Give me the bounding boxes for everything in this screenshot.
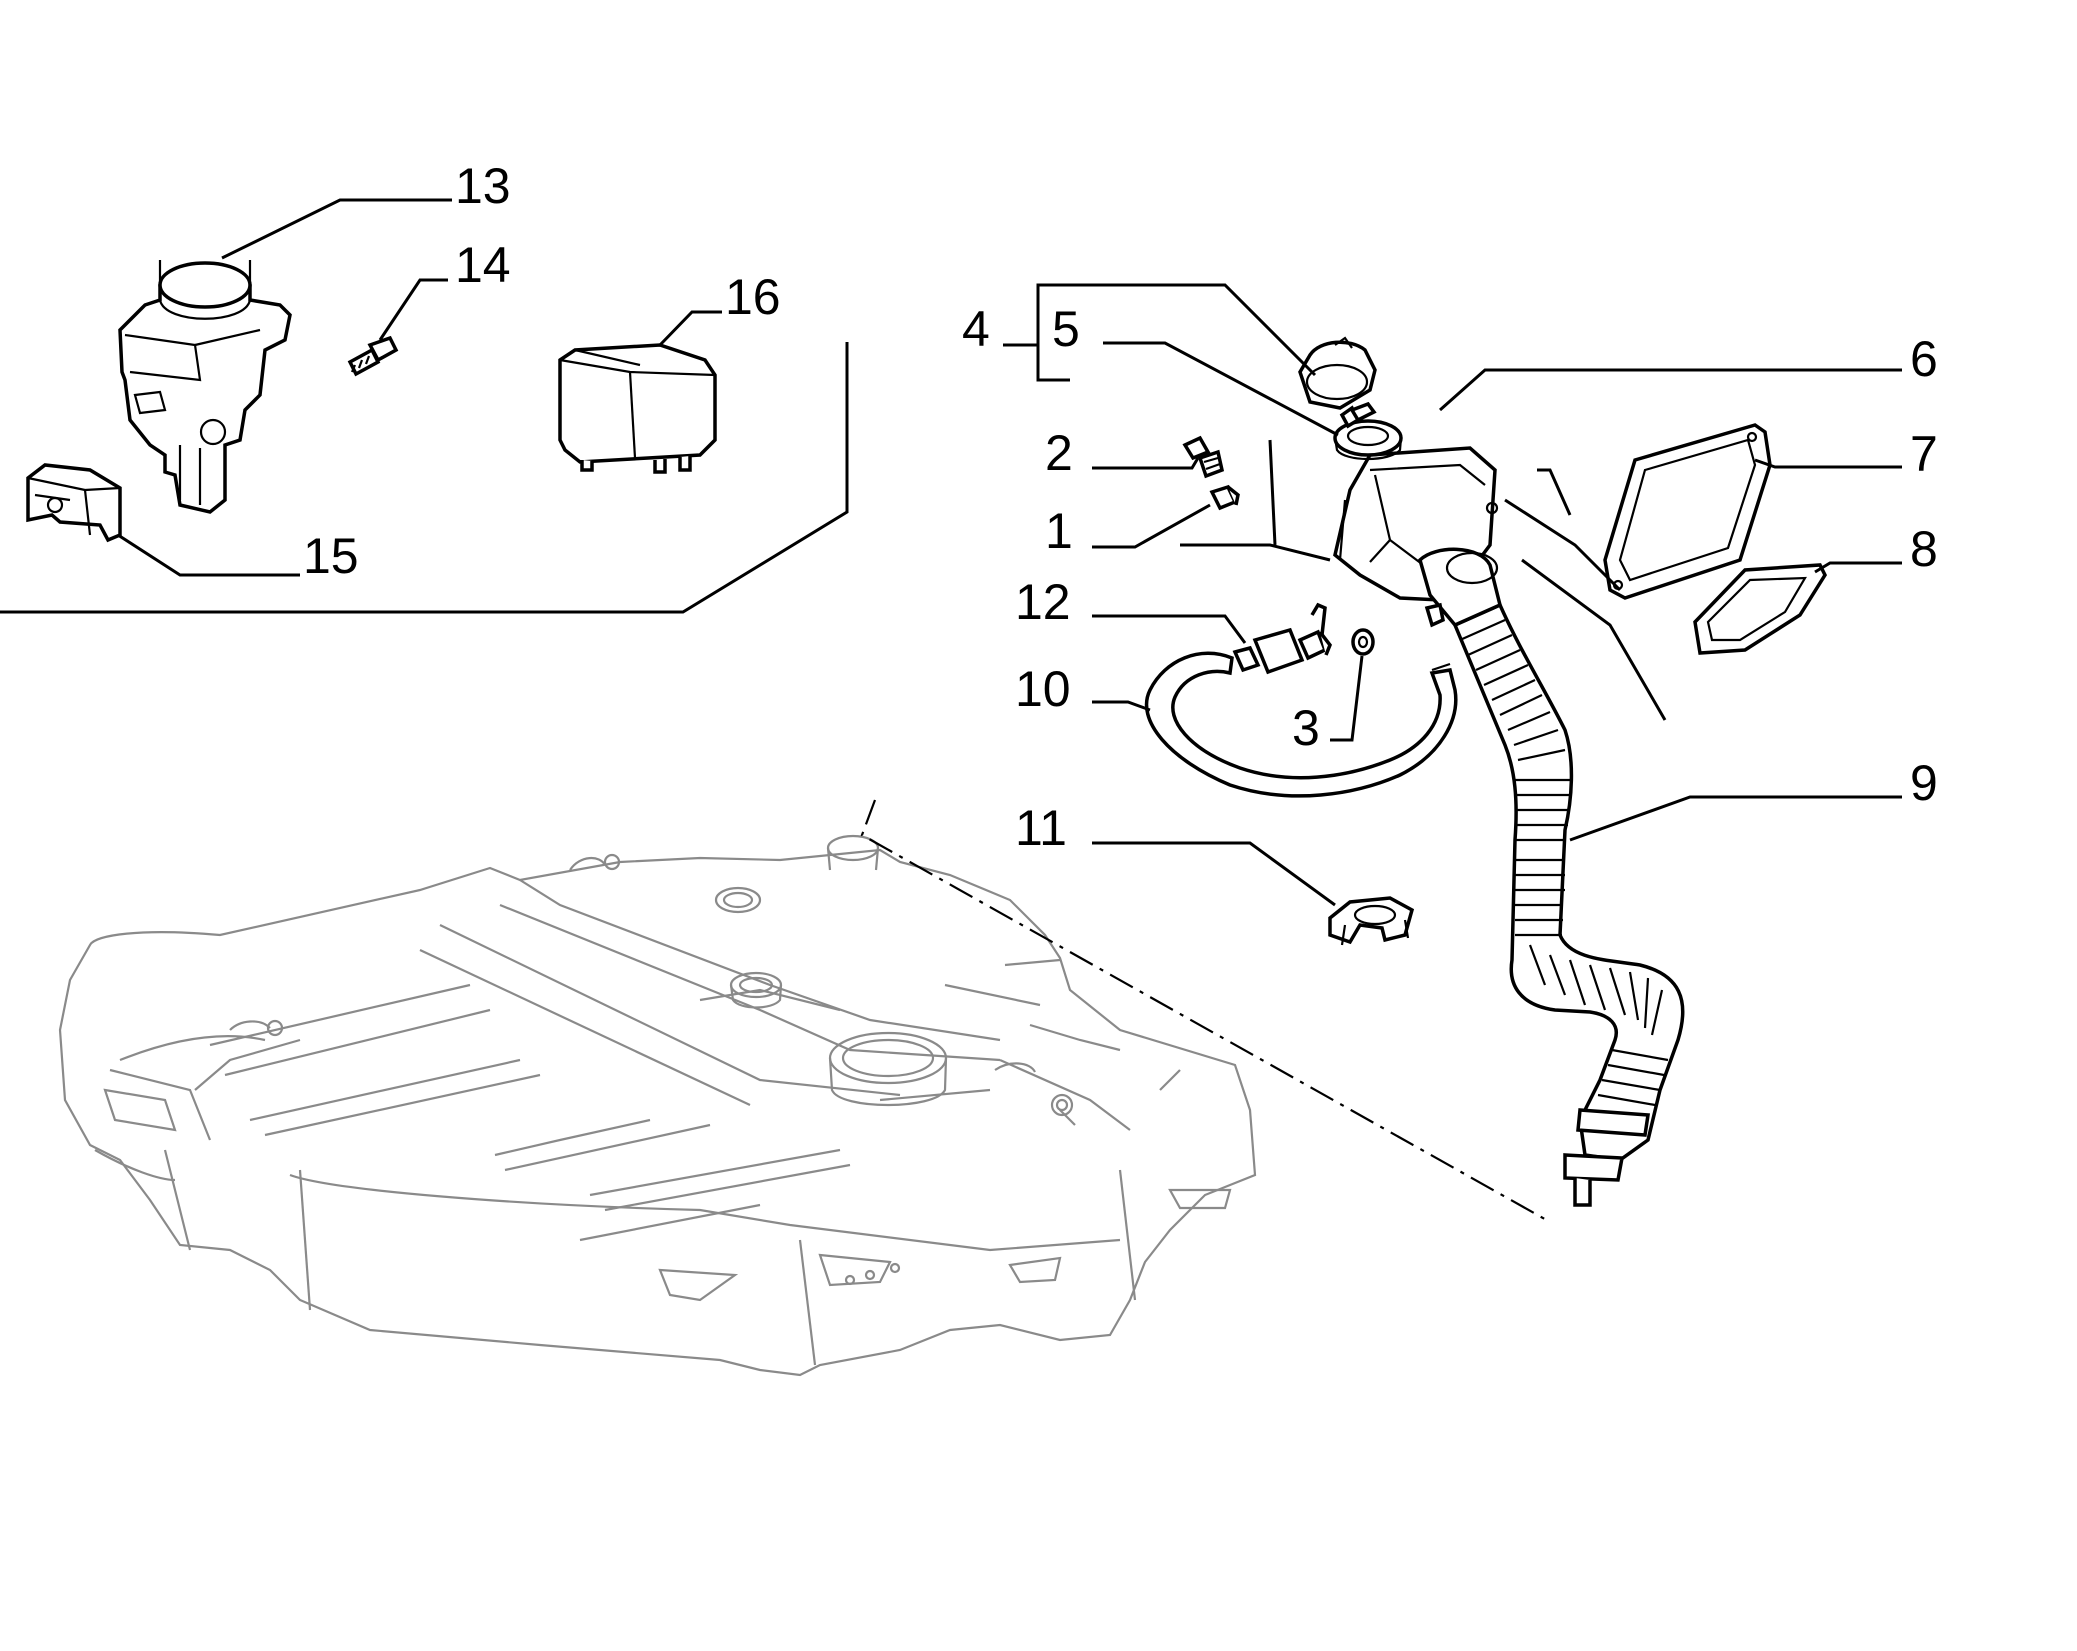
callout-4: 4 (962, 301, 990, 357)
alignment-line (860, 799, 1551, 1223)
callout-7: 7 (1910, 426, 1938, 482)
part-7-gasket (1603, 423, 1772, 600)
bracket-guide (1537, 468, 1572, 516)
callout-12: 12 (1015, 574, 1071, 630)
leader-14 (378, 278, 448, 341)
part-5-seal (1333, 419, 1403, 460)
leader-3 (1330, 655, 1364, 742)
part-9-filler-hose (1452, 602, 1685, 1207)
part-2-screw (1182, 435, 1225, 479)
leader-2 (1092, 457, 1200, 470)
inset-frame (0, 342, 849, 614)
part-13-solenoid-valve (118, 260, 292, 514)
callout-8: 8 (1910, 521, 1938, 577)
fuel-tank (58, 834, 1257, 1377)
part-4-clamp (1298, 336, 1377, 410)
leader-15 (117, 533, 300, 577)
leader-16 (658, 310, 722, 347)
leader-12 (1092, 614, 1247, 644)
leader-10 (1092, 700, 1151, 712)
leader-1-c (1268, 439, 1277, 546)
callout-9: 9 (1910, 755, 1938, 811)
callout-13: 13 (455, 158, 511, 214)
callout-14: 14 (455, 237, 511, 293)
filler-neck-housing (1333, 446, 1503, 628)
part-3-washer (1351, 628, 1375, 656)
callout-1: 1 (1045, 503, 1073, 559)
callout-6: 6 (1910, 331, 1938, 387)
part-1-clip-nut (1209, 484, 1240, 511)
callout-2: 2 (1045, 425, 1073, 481)
callout-11: 11 (1015, 800, 1067, 856)
bracket-guide-2 (1504, 498, 1622, 592)
callout-5: 5 (1052, 301, 1080, 357)
leader-9 (1569, 795, 1902, 842)
leader-11 (1092, 841, 1336, 907)
leader-7 (1754, 458, 1902, 469)
part-14-screw (347, 335, 399, 377)
leader-5 (1103, 341, 1339, 437)
part-10-hose (1144, 651, 1458, 798)
part-12-valve (1232, 602, 1332, 675)
leader-1-b (1180, 543, 1331, 562)
leader-13 (221, 198, 452, 260)
leader-1 (1092, 503, 1211, 549)
part-11-hose-clamp (1328, 896, 1415, 946)
bracket-guide-3 (1521, 558, 1667, 721)
callout-16: 16 (725, 269, 781, 325)
leader-4 (1038, 283, 1317, 377)
part-6-screw (1339, 401, 1377, 429)
callout-10: 10 (1015, 661, 1071, 717)
callout-15: 15 (303, 528, 359, 584)
leader-6 (1439, 368, 1902, 412)
leader-8 (1814, 561, 1902, 574)
callout-3: 3 (1292, 700, 1320, 756)
part-8-gasket (1693, 563, 1828, 655)
part-16-relay (558, 343, 717, 474)
part-15-bracket (26, 463, 122, 543)
